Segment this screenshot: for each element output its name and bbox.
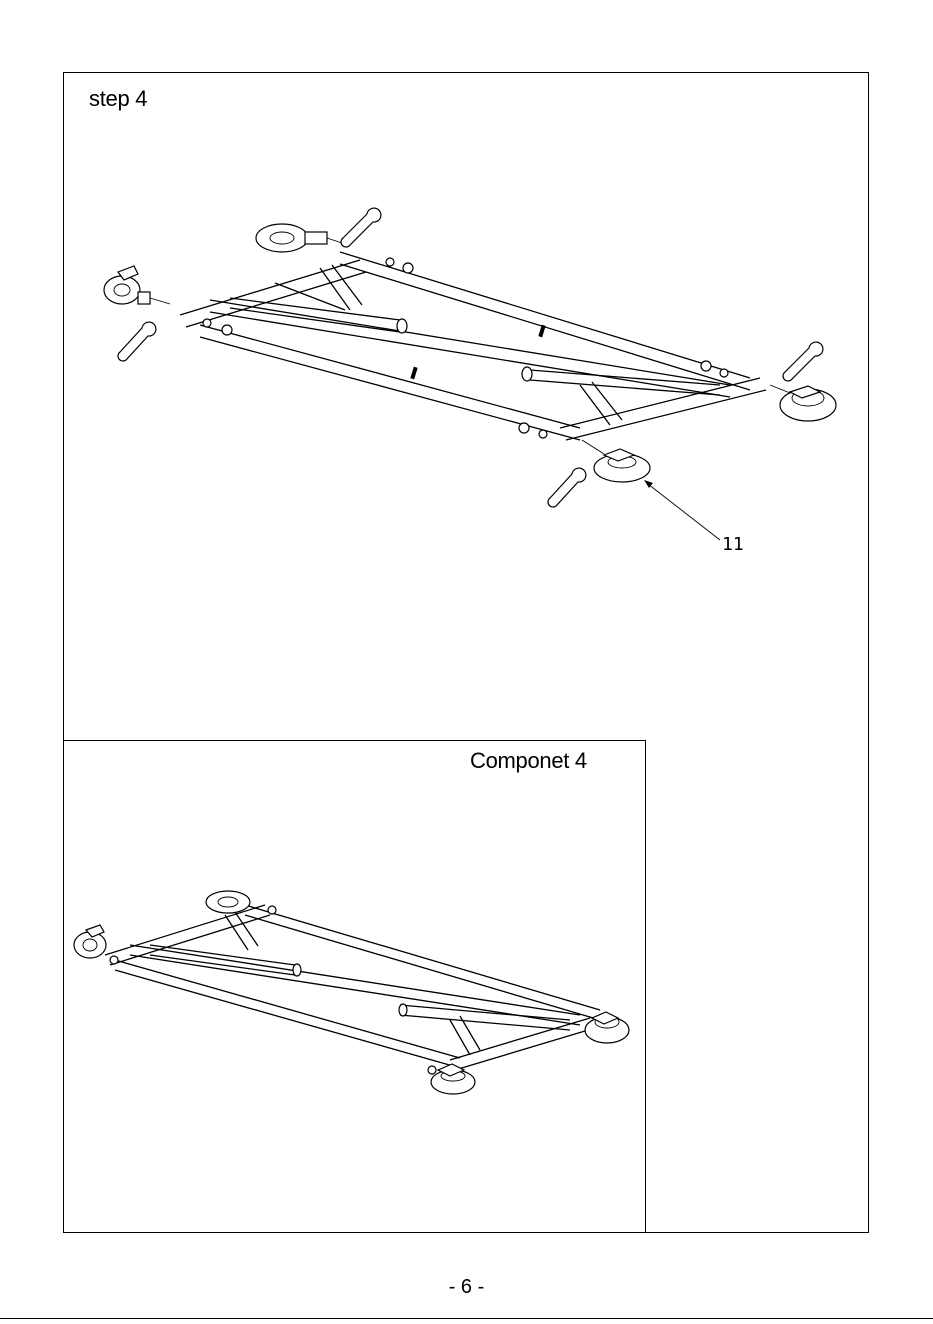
- footer-rule: [0, 1318, 933, 1319]
- caster-wheel: [585, 1012, 629, 1043]
- caster-wheel: [428, 1064, 475, 1094]
- page-number: - 6 -: [0, 1276, 933, 1299]
- caster-wheel: [74, 925, 118, 964]
- assembled-frame: [105, 905, 600, 1070]
